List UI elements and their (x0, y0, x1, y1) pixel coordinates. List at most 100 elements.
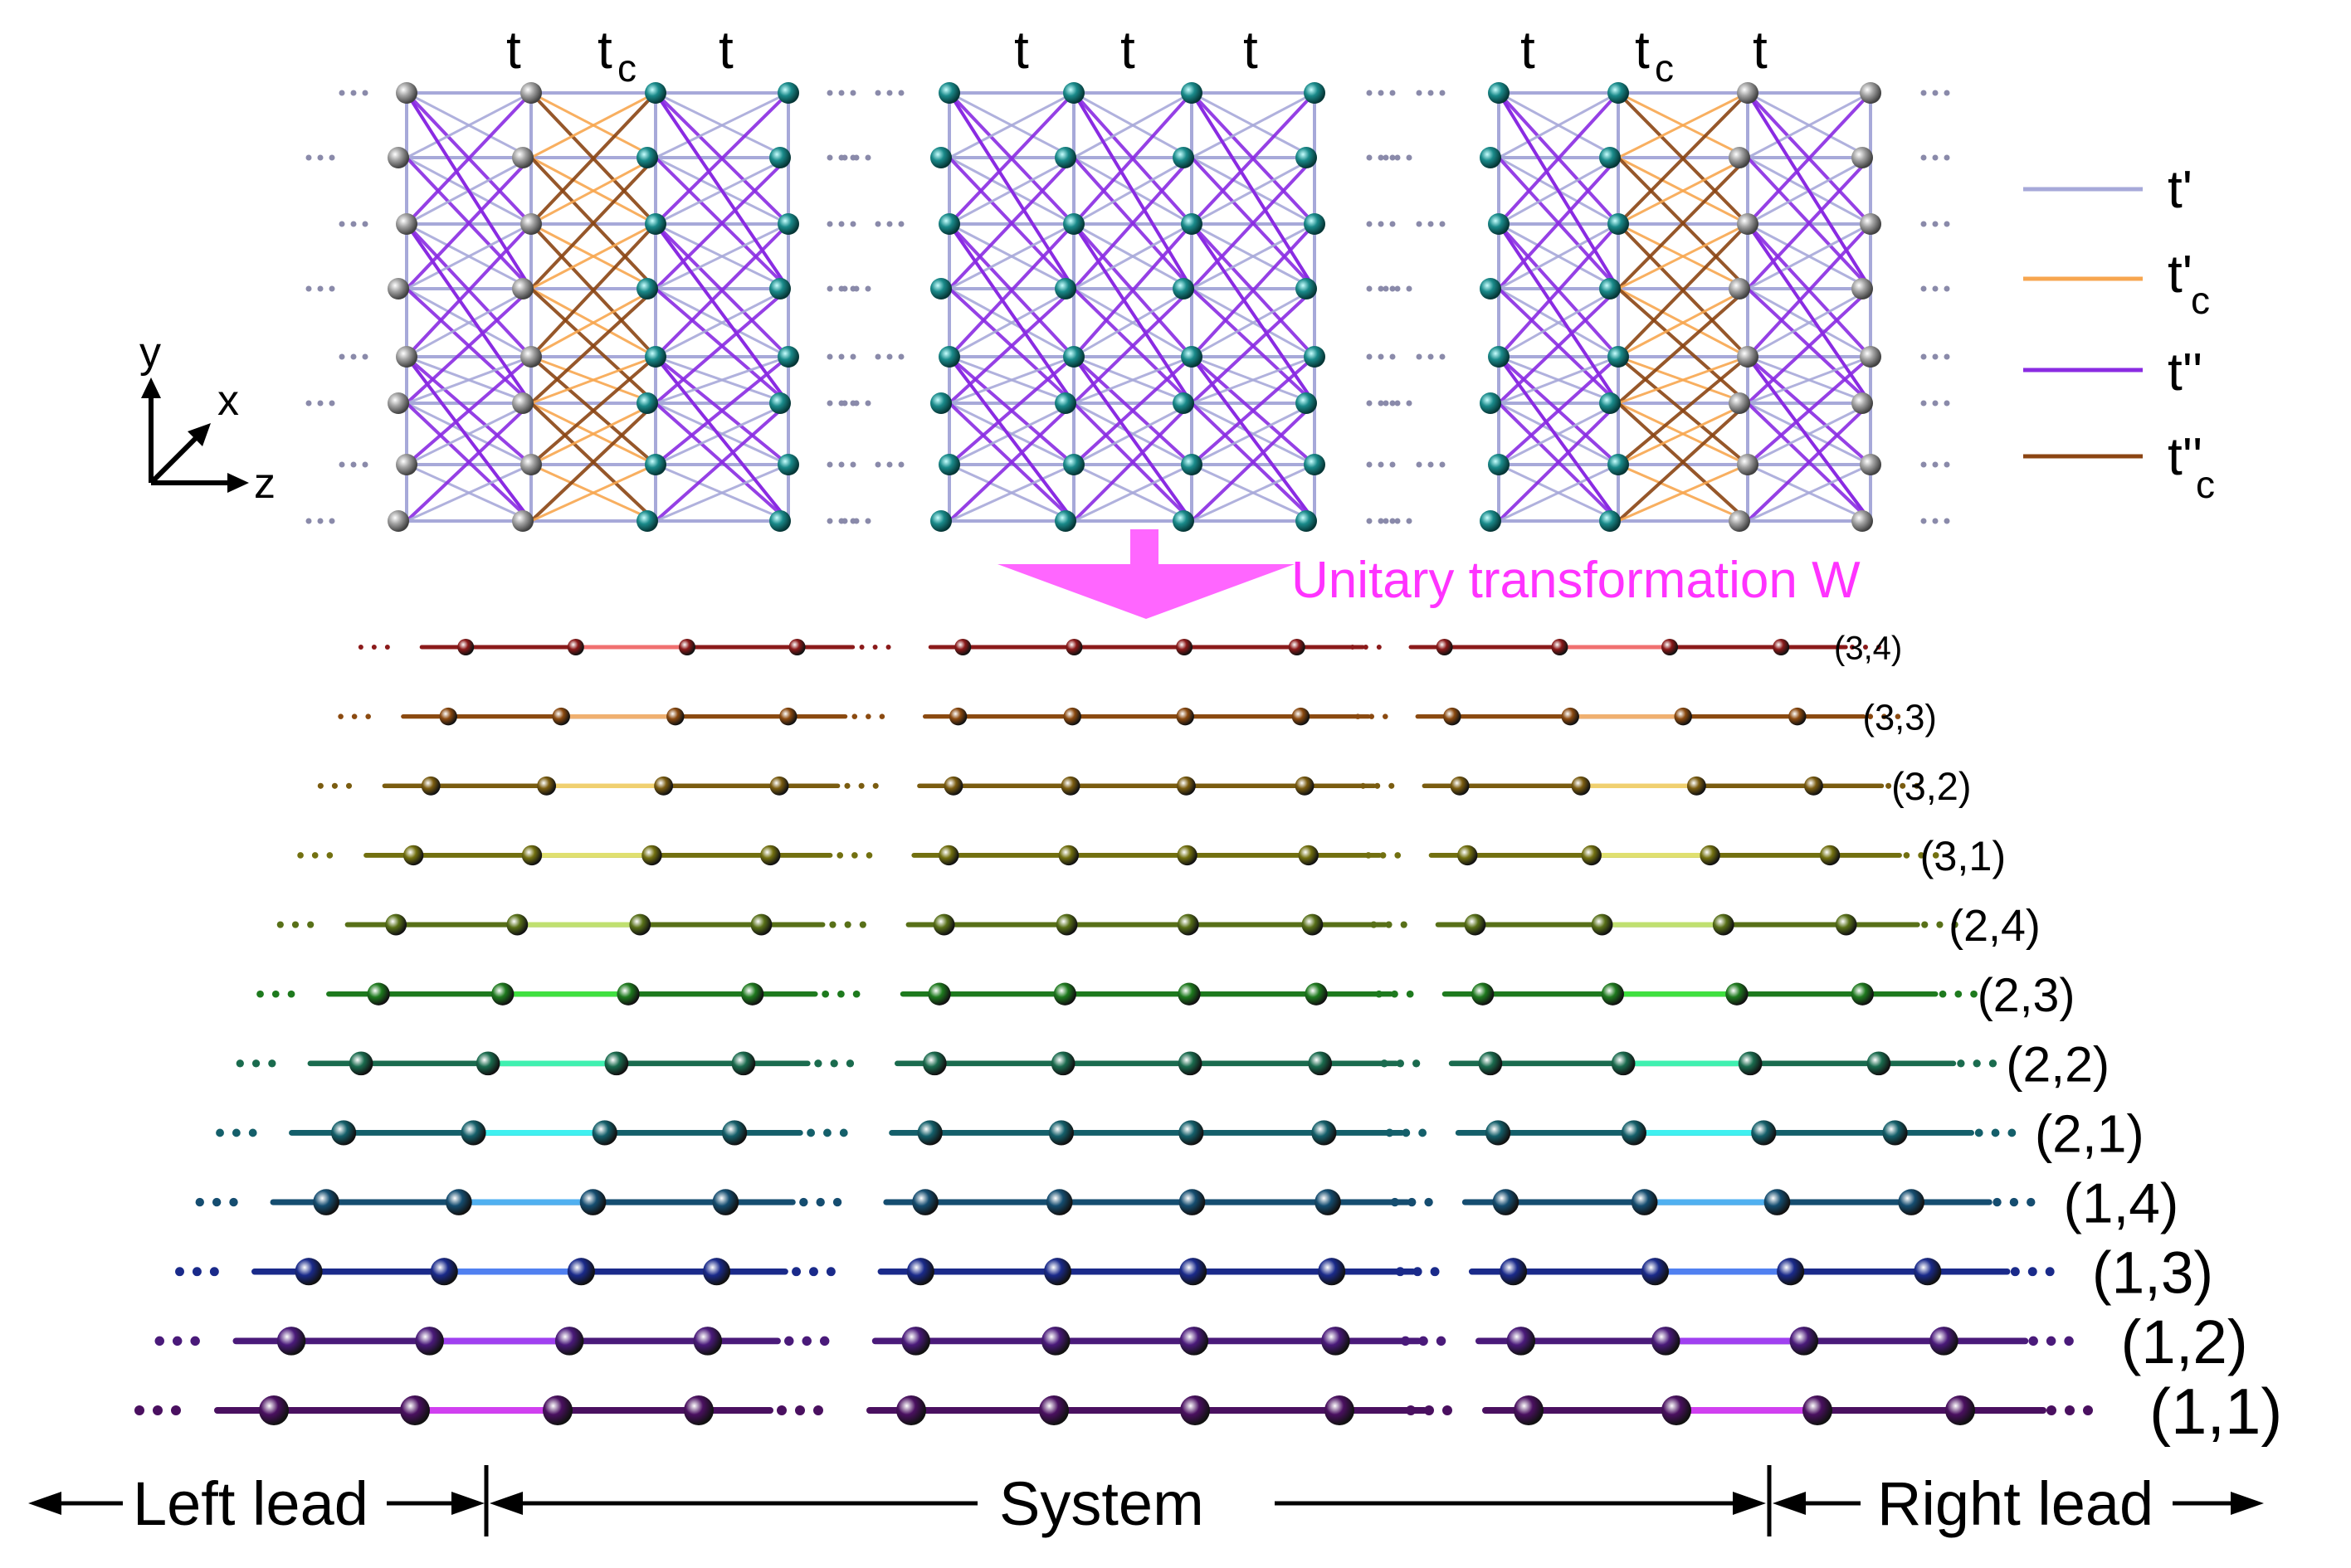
continuation-dot (1439, 221, 1446, 227)
continuation-dot (339, 461, 345, 468)
chain-atom (933, 913, 955, 936)
lattice-atom (1599, 392, 1621, 414)
chain-atom (1641, 1258, 1669, 1286)
chain-atom (1464, 913, 1486, 936)
hop-label-t: t (719, 20, 734, 80)
chain-ellipsis-dot (2027, 1197, 2036, 1207)
lattice-atom (1480, 392, 1501, 414)
chain-ellipsis-dot (2028, 1336, 2038, 1346)
chain-atom (1063, 707, 1081, 726)
continuation-dot (841, 154, 848, 161)
chain-atom (944, 776, 963, 796)
chain-row: (2,3) (256, 969, 2075, 1022)
chain-ellipsis-dot (872, 782, 879, 789)
continuation-dot (865, 518, 871, 524)
chain-ellipsis-dot (1973, 1059, 1981, 1068)
chain-ellipsis-dot (826, 1267, 836, 1277)
continuation-dot (350, 353, 357, 360)
chain-atom (1315, 1189, 1341, 1215)
chain-atom (385, 913, 407, 936)
continuation-dot (1416, 461, 1422, 468)
continuation-dot (853, 154, 860, 161)
hop-label-t: t (1753, 20, 1768, 80)
chain-atom (1621, 1120, 1646, 1146)
chain-atom (592, 1120, 617, 1146)
chain-ellipsis-dot (345, 782, 353, 789)
hop-label-t: t (1520, 20, 1535, 80)
chain-atom (330, 1120, 357, 1146)
chain-atom (1803, 776, 1823, 796)
chain-label: (1,2) (2120, 1307, 2247, 1376)
lattice-atom (1173, 278, 1194, 299)
chain-atom (1053, 982, 1076, 1006)
continuation-dot (1406, 154, 1412, 161)
continuation-dot (841, 518, 848, 524)
chain-ellipsis-dot (216, 1128, 224, 1137)
chain-label: (3,2) (1891, 765, 1971, 808)
transformation-label: Unitary transformation W (1291, 552, 1861, 609)
chain-atom (1039, 1395, 1069, 1425)
chain-atom (1179, 1258, 1207, 1286)
lattice-atom (1599, 278, 1621, 299)
continuation-dot (1378, 518, 1384, 524)
chain-ellipsis-dot (2065, 1405, 2075, 1415)
chain-atom (1178, 1051, 1202, 1076)
continuation-dot (898, 221, 905, 227)
chain-atom (1178, 1120, 1204, 1146)
continuation-dot (1427, 353, 1434, 360)
chain-atom (1298, 845, 1319, 866)
chain-ellipsis-dot (1442, 1405, 1452, 1415)
chain-atom (476, 1051, 500, 1076)
lattice-atom (388, 147, 409, 168)
chain-ellipsis-dot (2046, 1336, 2056, 1346)
chain-atom (1651, 1327, 1680, 1356)
lattice-atom (1860, 454, 1881, 475)
lattice-atom (1729, 510, 1750, 532)
chain-atom (1712, 913, 1734, 936)
chain-ellipsis-dot (307, 921, 315, 928)
chain-atom (1176, 639, 1193, 655)
chain-atom (1051, 1051, 1076, 1076)
lattice-atom (1063, 346, 1085, 368)
chain-ellipsis-dot (154, 1336, 164, 1346)
lattice-atom (1304, 213, 1325, 235)
chain-atom (415, 1327, 444, 1356)
chain-ellipsis-dot (832, 1197, 842, 1207)
continuation-dot (362, 221, 368, 227)
lattice-atom (778, 213, 799, 235)
continuation-dot (1378, 461, 1384, 468)
chain-ellipsis-dot (823, 1128, 832, 1137)
continuation-dot (1389, 285, 1396, 292)
chain-atom (1443, 707, 1461, 726)
continuation-dot (1378, 285, 1384, 292)
chain-atom (543, 1395, 573, 1425)
lattice-atom (1737, 82, 1758, 104)
legend-item-t-prime-c: t' c (2023, 244, 2210, 322)
chain-atom (928, 982, 951, 1006)
chain-ellipsis-dot (2064, 1336, 2074, 1346)
chain-label: (1,3) (2092, 1240, 2213, 1306)
continuation-dot (1416, 221, 1422, 227)
chain-atom (1056, 913, 1078, 936)
chain-atom (1773, 639, 1790, 655)
lattice-atom (645, 213, 666, 235)
axis-z-label: z (254, 460, 276, 508)
hop-label-t: t (1120, 20, 1135, 80)
chain-label: (1,4) (2063, 1172, 2178, 1234)
lattice-atom (512, 392, 534, 414)
chain-atom (654, 776, 674, 796)
chain-atom (1321, 1327, 1350, 1356)
chain-ellipsis-dot (859, 921, 866, 928)
hop-label-t: t (1243, 20, 1258, 80)
chain-atom (402, 845, 424, 866)
lattice-atom (1729, 278, 1750, 299)
chain-label: (3,1) (1920, 832, 2007, 879)
left-lead-lattice (305, 82, 856, 532)
chain-atom (276, 1327, 306, 1356)
lattice-atom (520, 82, 542, 104)
chain-ellipsis-dot (1406, 990, 1414, 998)
chain-atom (1301, 913, 1324, 936)
chain-ellipsis-dot (1418, 1128, 1427, 1137)
continuation-dot (1394, 518, 1401, 524)
continuation-dot (1932, 154, 1939, 161)
